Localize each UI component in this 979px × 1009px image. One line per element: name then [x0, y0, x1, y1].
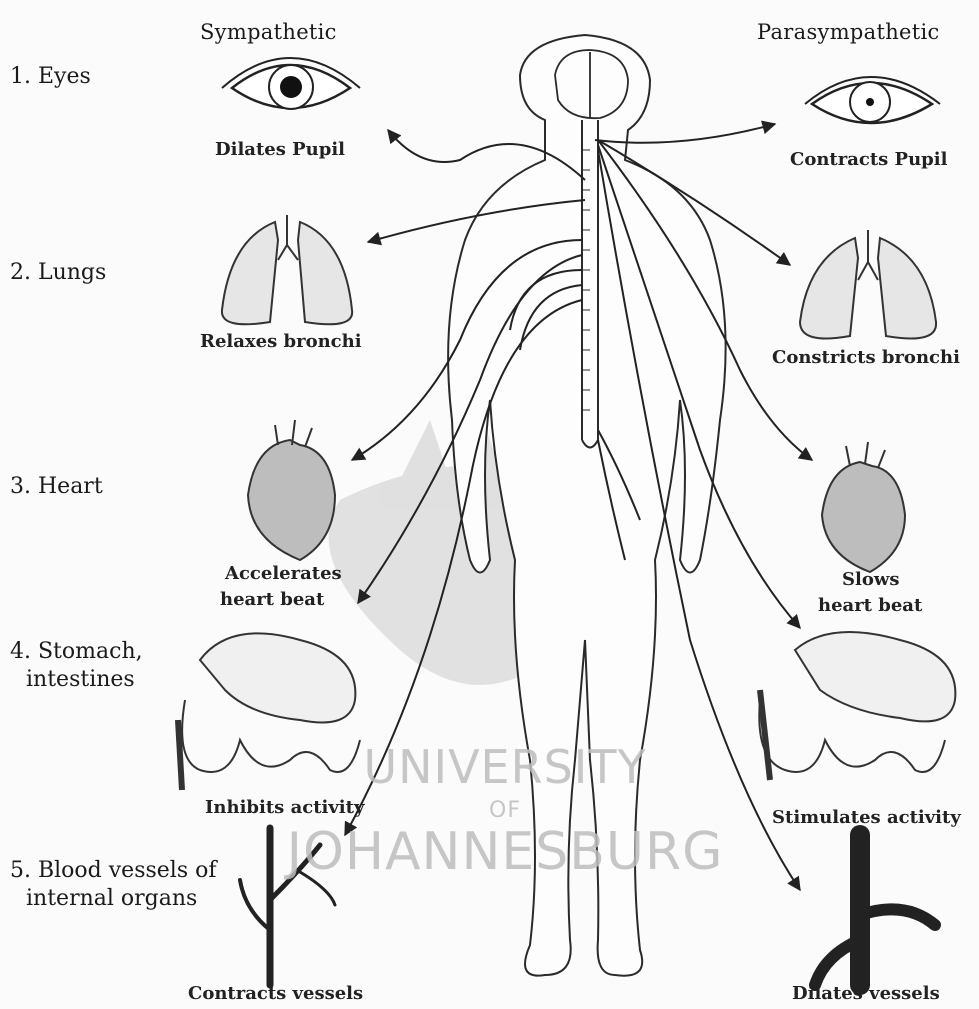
header-sympathetic: Sympathetic — [200, 20, 337, 44]
intestine-illustration-parasympathetic — [759, 632, 955, 780]
effect-contracts-pupil: Contracts Pupil — [790, 148, 947, 172]
eye-illustration-parasympathetic — [805, 77, 940, 123]
effect-contracts-vessels: Contracts vessels — [188, 982, 363, 1006]
lungs-illustration-sympathetic — [222, 215, 352, 324]
organ-label-intestines: intestines — [26, 665, 135, 695]
organ-label-internal-organs: internal organs — [26, 884, 197, 914]
organ-label-eyes: 1. Eyes — [10, 62, 91, 92]
lungs-illustration-parasympathetic — [800, 230, 936, 339]
header-parasympathetic: Parasympathetic — [757, 20, 940, 44]
effect-stimulates-activity: Stimulates activity — [772, 806, 961, 830]
effect-dilates-vessels: Dilates vessels — [792, 982, 940, 1006]
intestine-illustration-sympathetic — [178, 633, 360, 790]
effect-relaxes-bronchi: Relaxes bronchi — [200, 330, 362, 354]
heart-illustration-sympathetic — [248, 420, 335, 560]
organ-label-blood-vessels: 5. Blood vessels of — [10, 856, 217, 886]
effect-heart-beat-sym: heart beat — [220, 588, 324, 612]
watermark-university: UNIVERSITY — [355, 740, 655, 794]
organ-label-stomach: 4. Stomach, — [10, 637, 143, 667]
organ-label-heart: 3. Heart — [10, 472, 103, 502]
vessels-illustration-parasympathetic — [815, 835, 935, 985]
effect-accelerates: Accelerates — [225, 562, 342, 586]
effect-slows: Slows — [842, 568, 899, 592]
effect-dilates-pupil: Dilates Pupil — [215, 138, 345, 162]
eye-illustration-sympathetic — [222, 58, 360, 109]
effect-inhibits-activity: Inhibits activity — [205, 796, 364, 820]
effect-constricts-bronchi: Constricts bronchi — [772, 346, 960, 370]
watermark-of: OF — [455, 798, 555, 823]
organ-label-lungs: 2. Lungs — [10, 258, 106, 288]
heart-illustration-parasympathetic — [822, 442, 905, 572]
watermark-johannesburg: JOHANNESBURG — [275, 822, 735, 882]
effect-heart-beat-para: heart beat — [818, 594, 922, 618]
